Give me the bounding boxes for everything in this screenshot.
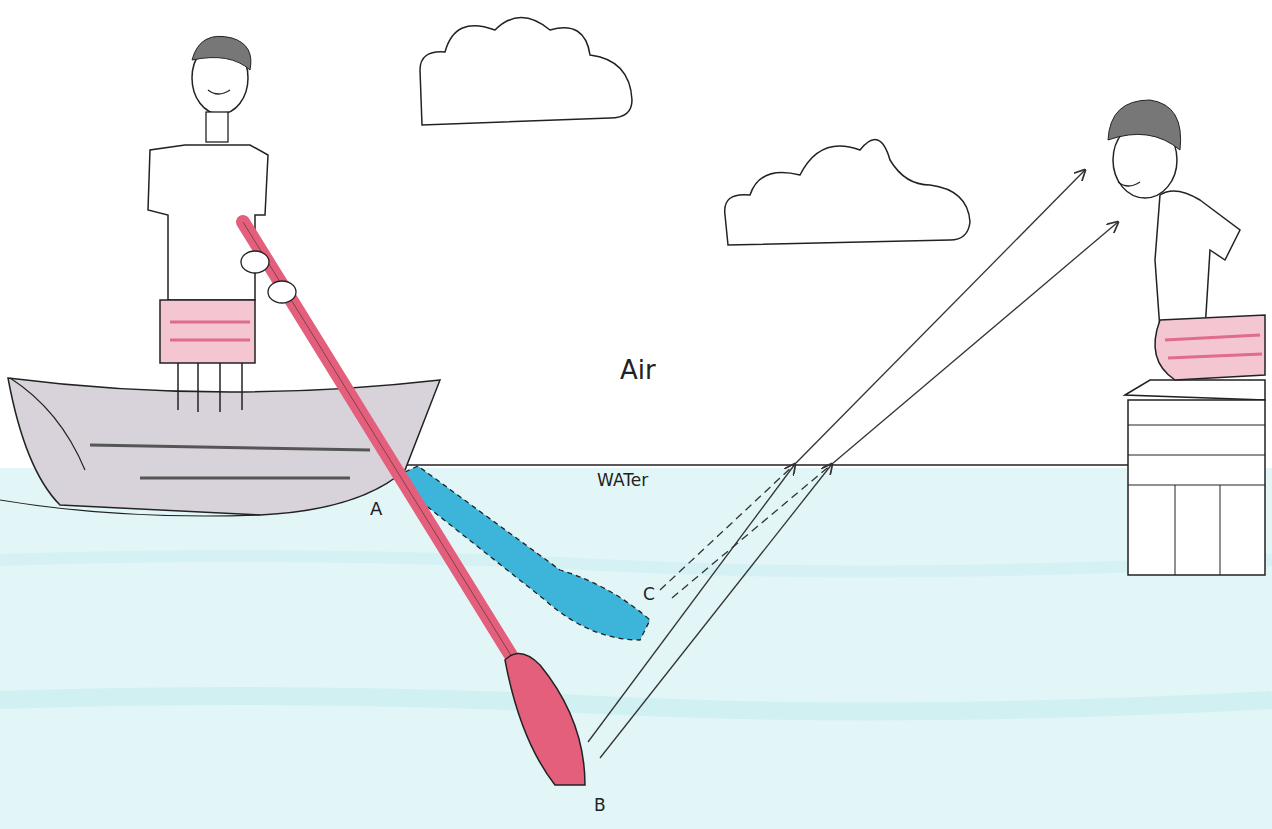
shorts-stripe — [170, 339, 250, 342]
man-leg — [177, 363, 179, 410]
text-label: A — [370, 500, 382, 518]
man-leg — [219, 363, 221, 412]
sitting-boy — [1108, 100, 1265, 380]
water-shade — [0, 696, 1272, 711]
man-hair — [192, 36, 251, 70]
shorts-stripe — [1168, 354, 1262, 358]
boat-plank — [90, 445, 370, 450]
boy-shorts — [1155, 315, 1265, 380]
boy-smile — [1118, 182, 1140, 186]
text-label: Air — [620, 357, 656, 383]
boat-edge — [10, 378, 85, 470]
light-ray — [795, 170, 1085, 464]
cloud — [420, 18, 632, 126]
man-hand — [241, 251, 269, 273]
shorts-stripe — [170, 321, 250, 324]
box-top — [1125, 380, 1265, 400]
light-ray — [832, 222, 1118, 464]
man-hand — [268, 281, 296, 303]
man-neck — [206, 112, 228, 142]
box-plank — [1220, 485, 1221, 575]
boy-shirt — [1155, 191, 1240, 330]
man-smile — [208, 90, 230, 94]
man-leg — [241, 363, 243, 410]
virtual-ray — [672, 464, 832, 598]
box-plank — [1128, 485, 1265, 486]
light-ray — [600, 464, 832, 758]
wooden-box — [1125, 380, 1265, 575]
boy-hair — [1108, 100, 1181, 150]
light-ray — [588, 464, 795, 742]
box-plank — [1128, 455, 1265, 456]
text-label: C — [643, 586, 655, 603]
virtual-ray — [660, 464, 795, 590]
boat-plank — [140, 477, 350, 480]
text-label: WATer — [597, 472, 648, 489]
man-leg — [197, 363, 199, 412]
water-surface — [405, 464, 1130, 466]
apparent-paddle — [400, 466, 650, 640]
shorts-stripe — [1165, 335, 1260, 340]
water-shade — [0, 556, 1272, 571]
cloud — [725, 140, 970, 245]
man-shorts — [160, 300, 255, 363]
boat-waterline — [0, 500, 260, 516]
water-body — [0, 468, 1272, 829]
paddle-shaft — [243, 222, 520, 670]
paddle-edge — [243, 222, 520, 670]
box-plank — [1175, 485, 1176, 575]
paddle-blade — [505, 654, 585, 785]
box-front — [1128, 400, 1265, 575]
text-label: B — [594, 797, 606, 814]
box-plank — [1128, 425, 1265, 426]
